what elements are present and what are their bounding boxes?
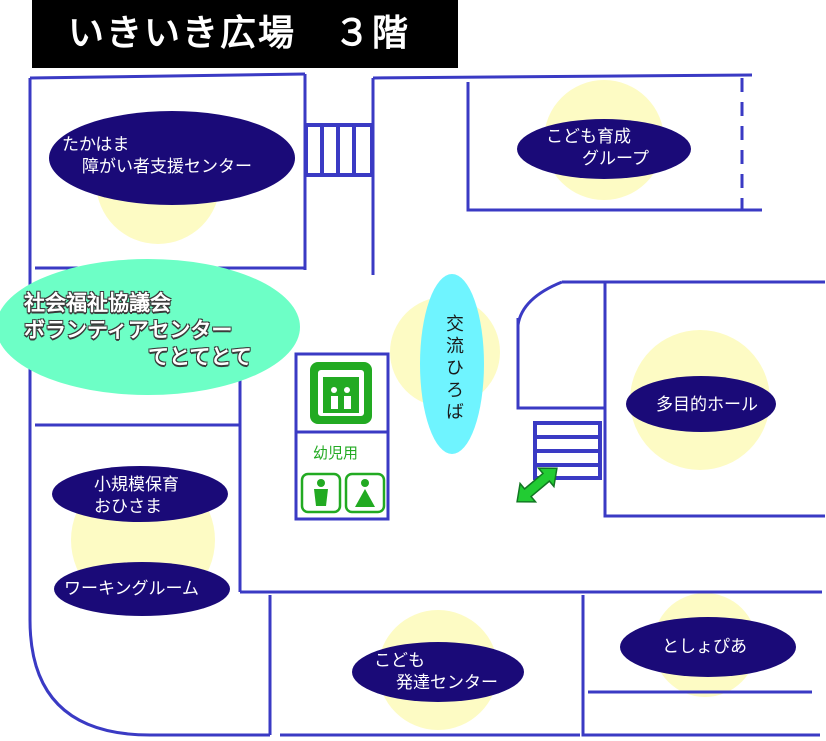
infant-toilet-label: 幼児用 — [313, 444, 359, 462]
stairs-icon-2 — [533, 421, 602, 480]
oval-hoiku — [52, 466, 228, 522]
room-label-hattatsu[interactable]: こども 発達センター — [374, 650, 498, 694]
hoiku-line1: 小規模保育 — [94, 475, 179, 495]
room-label-hoiku[interactable]: 小規模保育 おひさま — [94, 474, 179, 518]
page-title: いきいき広場 ３階 — [32, 0, 458, 68]
takahama-line1: たかはま — [62, 135, 130, 155]
stairs-icon — [304, 123, 374, 177]
room-label-shakyo[interactable]: 社会福祉協議会 ボランティアセンター てとてとて — [24, 290, 252, 371]
oval-toshopia — [620, 617, 796, 677]
shakyo-line2: ボランティアセンター — [24, 318, 233, 342]
kodomo-ikusei-line2: グループ — [582, 149, 649, 169]
oval-tamokuteki — [626, 376, 776, 432]
shakyo-line3: てとてとて — [148, 345, 252, 369]
oval-hattatsu — [352, 642, 524, 702]
hattatsu-line1: こども — [374, 651, 425, 671]
oval-working — [54, 562, 230, 616]
room-label-kodomo-ikusei[interactable]: こども育成 グループ — [546, 126, 649, 170]
elevator-icon — [310, 362, 372, 424]
toilet-male-icon — [300, 472, 342, 514]
room-label-takahama[interactable]: たかはま 障がい者支援センター — [62, 134, 252, 178]
hattatsu-line2: 発達センター — [396, 673, 498, 693]
shakyo-line1: 社会福祉協議会 — [24, 291, 171, 315]
kodomo-ikusei-line1: こども育成 — [546, 127, 631, 147]
takahama-line2: 障がい者支援センター — [82, 157, 252, 177]
toilet-female-icon — [344, 472, 386, 514]
oval-shakyo — [0, 259, 300, 395]
oval-takahama — [49, 111, 295, 205]
oval-kodomo-ikusei — [517, 119, 691, 179]
room-label-working[interactable]: ワーキングルーム — [64, 579, 199, 599]
hoiku-line2: おひさま — [94, 497, 162, 517]
entrance-arrow-icon — [516, 467, 558, 503]
room-label-tamokuteki[interactable]: 多目的ホール — [656, 395, 758, 415]
room-label-koryu[interactable]: 交流ひろば — [443, 314, 464, 424]
room-label-toshopia[interactable]: としょぴあ — [662, 637, 747, 657]
oval-koryu — [420, 274, 484, 454]
